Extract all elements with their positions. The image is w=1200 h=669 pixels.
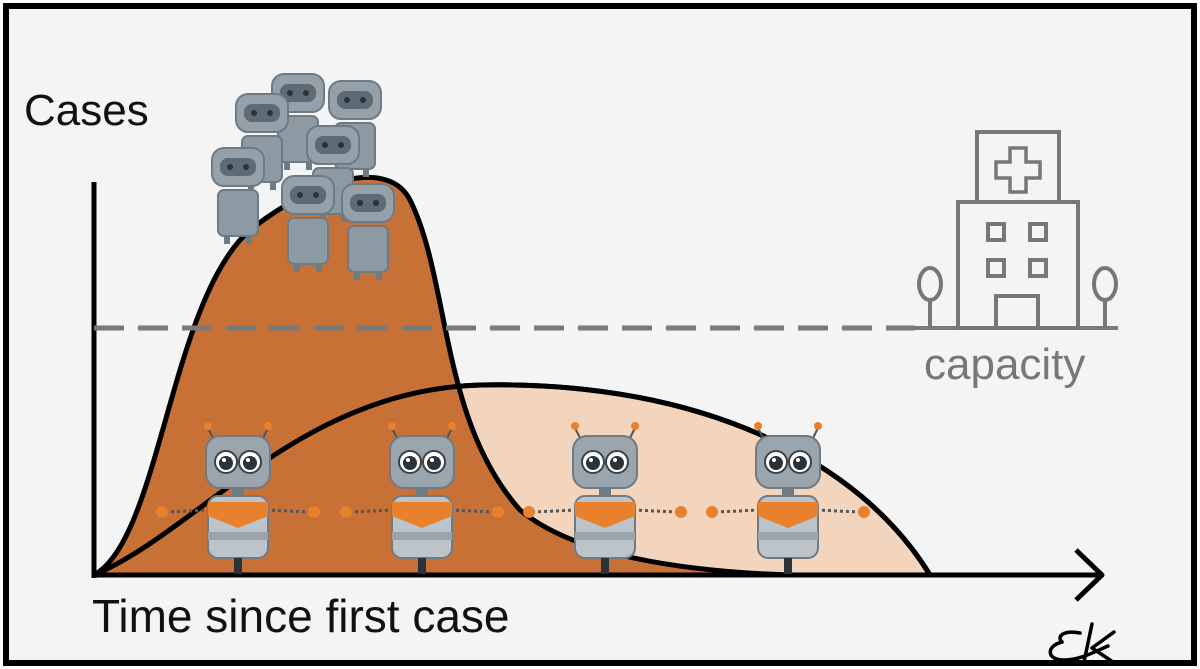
hospital-icon [956, 130, 1080, 330]
capacity-label: capacity [924, 340, 1086, 389]
x-axis-label: Time since first case [92, 590, 510, 642]
tree-icon [917, 266, 1118, 328]
signature-mark [1048, 622, 1118, 666]
x-axis-arrow [1074, 548, 1105, 602]
y-axis-label: Cases [24, 86, 149, 135]
